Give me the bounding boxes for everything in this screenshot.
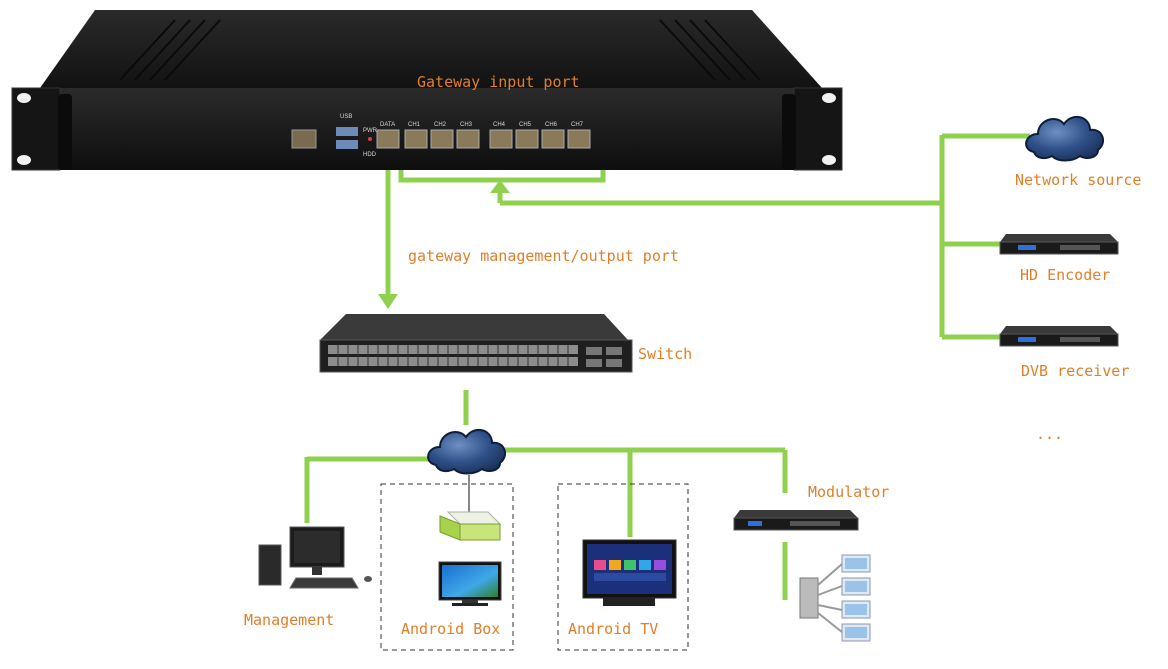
hdd-label: HDD: [363, 152, 377, 158]
data-port-label: DATA: [380, 122, 395, 128]
switch-port-rows: [328, 345, 578, 366]
gateway-screw-hole: [822, 93, 836, 103]
switch-label: Switch: [638, 345, 693, 363]
cloud-icon: [427, 428, 507, 475]
switch-port-dividers: [337, 345, 569, 366]
switch-uplink: [586, 347, 602, 355]
ch1-label: CH1: [408, 122, 421, 128]
pwr-led: [368, 137, 372, 141]
gateway-mgmt-port-label: gateway management/output port: [408, 247, 679, 265]
network-source-label: Network source: [1015, 171, 1142, 189]
more-sources-label: ...: [1036, 425, 1064, 443]
screen-icon: [841, 600, 871, 619]
connection-lines: [304, 99, 1030, 600]
ch4-label: CH4: [493, 122, 506, 128]
ch3-port: [456, 129, 480, 149]
screen-icon: [841, 577, 871, 596]
gateway-front: [12, 88, 842, 170]
monitor-icon: [438, 561, 502, 606]
switch-uplink: [606, 359, 622, 367]
modulator-device: [733, 510, 859, 531]
android-tv-label: Android TV: [568, 620, 659, 638]
android-box-group: [380, 483, 514, 651]
gateway-top: [40, 10, 822, 88]
usb-port: [336, 127, 358, 136]
ch1-port: [404, 129, 428, 149]
gateway-handle-right: [782, 94, 796, 170]
ch3-label: CH3: [460, 122, 473, 128]
screen-icon: [841, 554, 871, 573]
pc-mouse: [364, 576, 372, 582]
ch6-label: CH6: [545, 122, 558, 128]
console-port: [291, 129, 317, 149]
screen-icon: [841, 623, 871, 642]
ch7-label: CH7: [571, 122, 584, 128]
switch-front: [319, 339, 633, 373]
gateway-vents: [119, 19, 761, 81]
cloud-icon: [1025, 115, 1105, 162]
android-tv-device: [582, 539, 677, 606]
switch-top: [320, 314, 628, 340]
ch6-port: [541, 129, 565, 149]
gateway-screw-hole: [17, 155, 31, 165]
android-box-device: [439, 511, 502, 541]
pwr-label: PWR: [363, 128, 378, 134]
splitter-icon: [799, 563, 843, 633]
ch7-port: [567, 129, 591, 149]
gateway-screw-hole: [822, 155, 836, 165]
hd-encoder-device: [999, 234, 1119, 255]
arrow-head-up: [490, 180, 510, 193]
ch5-label: CH5: [519, 122, 532, 128]
gateway-screw-hole: [17, 93, 31, 103]
data-port: [376, 129, 400, 149]
gateway-input-port-label: Gateway input port: [417, 73, 580, 91]
usb-port: [336, 140, 358, 149]
ch2-port: [430, 129, 454, 149]
pc-keyboard: [289, 577, 359, 589]
switch-uplink: [606, 347, 622, 355]
android-box-label: Android Box: [401, 620, 501, 638]
dvb-receiver-label: DVB receiver: [1021, 362, 1130, 380]
switch-uplink: [586, 359, 602, 367]
switch-device: [319, 314, 633, 373]
android-tv-group: [557, 483, 689, 651]
gateway-device: USB PWR HDD DATA CH1 CH2 CH3 CH4 CH5 CH6…: [11, 10, 843, 171]
management-label: Management: [244, 611, 335, 629]
dvb-receiver-device: [999, 326, 1119, 347]
pc-tower: [258, 544, 282, 586]
hd-encoder-label: HD Encoder: [1020, 266, 1111, 284]
gateway-handle-left: [58, 94, 72, 170]
ch5-port: [515, 129, 539, 149]
ch2-label: CH2: [434, 122, 447, 128]
modulator-label: Modulator: [808, 483, 890, 501]
arrow-head-down: [378, 294, 398, 309]
management-pc-device: [258, 526, 372, 589]
usb-label: USB: [340, 114, 352, 120]
ch4-port: [489, 129, 513, 149]
